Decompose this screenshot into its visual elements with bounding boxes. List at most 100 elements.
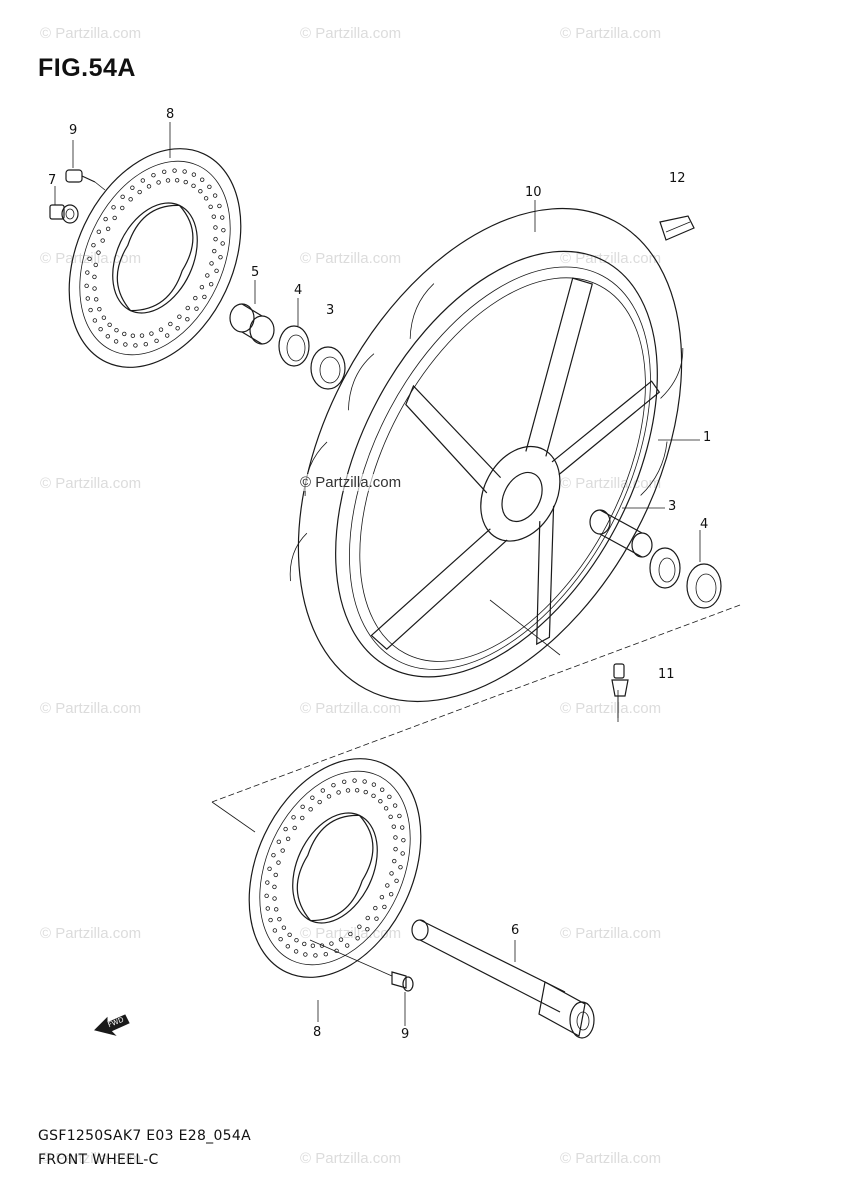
- callout-8-lower: 8: [313, 1025, 322, 1040]
- watermark: © Partzilla.com: [560, 1150, 662, 1167]
- disc-hole: [218, 254, 223, 260]
- disc-hole: [182, 169, 187, 174]
- disc-hole: [120, 205, 125, 211]
- figure-title: FIG.54A: [38, 54, 136, 82]
- disc-hole: [365, 915, 370, 921]
- disc-hole: [130, 185, 135, 190]
- disc-hole: [175, 326, 180, 331]
- disc-hole: [220, 215, 225, 220]
- disc-hole: [355, 936, 360, 941]
- disc-hole: [326, 794, 332, 799]
- disc-hole: [378, 799, 383, 804]
- disc-hole: [92, 274, 97, 280]
- disc-hole: [272, 884, 277, 890]
- oil-seal-right: [686, 563, 722, 609]
- disc-hole: [107, 322, 112, 327]
- spacer-part-5: [229, 303, 275, 345]
- disc-hole: [213, 225, 218, 230]
- disc-hole: [292, 825, 297, 831]
- disc-hole: [300, 815, 305, 821]
- watermark: © Partzilla.com: [300, 1150, 402, 1167]
- disc-bolt-upper: [65, 169, 106, 191]
- forward-direction-arrow: FWD: [94, 1014, 130, 1036]
- disc-hole: [310, 795, 315, 800]
- disc-hole: [185, 317, 190, 322]
- disc-hole: [98, 326, 103, 332]
- disc-hole: [338, 937, 344, 942]
- disc-hole: [88, 307, 93, 313]
- disc-hole: [146, 184, 152, 189]
- disc-hole: [212, 248, 217, 254]
- disc-bolt-lower: [309, 939, 414, 992]
- watermark: © Partzilla.com: [560, 25, 662, 42]
- disc-hole: [329, 941, 334, 946]
- disc-hole: [362, 779, 367, 784]
- disc-hole: [97, 306, 102, 312]
- leader-lines: [54, 122, 701, 1026]
- disc-hole: [276, 839, 282, 844]
- disc-hole: [100, 238, 105, 243]
- disc-hole: [293, 949, 299, 954]
- disc-hole: [400, 851, 405, 856]
- disc-hole: [208, 204, 213, 210]
- disc-hole: [85, 270, 90, 275]
- disc-hole: [193, 295, 198, 301]
- disc-hole: [265, 906, 270, 911]
- disc-hole: [85, 296, 90, 301]
- disc-hole: [387, 794, 392, 800]
- disc-hole: [114, 327, 119, 333]
- watermark: © Partzilla.com: [40, 475, 142, 492]
- disc-hole: [101, 315, 107, 320]
- watermark: © Partzilla.com: [40, 25, 142, 42]
- disc-hole: [177, 314, 182, 319]
- disc-hole: [401, 837, 406, 843]
- diagram-code: GSF1250SAK7 E03 E28_054A: [38, 1128, 251, 1144]
- disc-hole: [383, 806, 389, 811]
- disc-hole: [87, 256, 92, 262]
- callout-12: 12: [669, 171, 686, 186]
- tire-valve-part-11: [611, 663, 629, 718]
- disc-hole: [320, 788, 326, 793]
- disc-hole: [285, 836, 291, 842]
- disc-hole: [389, 871, 394, 876]
- watermark: © Partzilla.com: [300, 700, 402, 717]
- disc-hole: [194, 306, 199, 311]
- watermark: © Partzilla.com: [300, 250, 402, 267]
- watermark: © Partzilla.com: [40, 1150, 142, 1167]
- callout-7: 7: [48, 173, 57, 188]
- disc-hole: [140, 178, 146, 183]
- disc-hole: [392, 858, 397, 864]
- disc-hole: [280, 848, 285, 853]
- disc-hole: [151, 172, 156, 178]
- callout-9-lower: 9: [401, 1027, 410, 1042]
- watermark: © Partzilla.com: [560, 925, 662, 942]
- disc-hole: [388, 814, 393, 820]
- disc-hole: [168, 321, 173, 327]
- disc-hole: [122, 331, 127, 337]
- disc-hole: [341, 779, 347, 785]
- disc-hole: [393, 846, 398, 852]
- disc-hole: [336, 790, 341, 795]
- disc-hole: [174, 178, 180, 183]
- disc-hole: [164, 333, 170, 338]
- callout-4-right: 4: [700, 517, 709, 532]
- disc-hole: [294, 937, 299, 943]
- disc-hole: [91, 242, 96, 248]
- watermark: © Partzilla.com: [40, 700, 142, 717]
- disc-hole: [283, 826, 288, 832]
- disc-hole: [165, 178, 171, 183]
- bearing-right: [649, 547, 681, 589]
- disc-hole: [199, 284, 205, 290]
- disc-hole: [207, 184, 212, 190]
- disc-hole: [398, 864, 403, 870]
- disc-hole: [143, 341, 149, 347]
- diagram-subtitle: FRONT WHEEL-C: [38, 1152, 159, 1168]
- callout-6: 6: [511, 923, 520, 938]
- disc-hole: [203, 196, 209, 201]
- oil-seal-upper: [278, 325, 310, 367]
- assembly-guide-lines: [211, 599, 741, 833]
- disc-hole: [139, 333, 145, 338]
- disc-hole: [217, 203, 222, 209]
- disc-hole: [363, 789, 368, 795]
- callout-3-upper: 3: [326, 303, 335, 318]
